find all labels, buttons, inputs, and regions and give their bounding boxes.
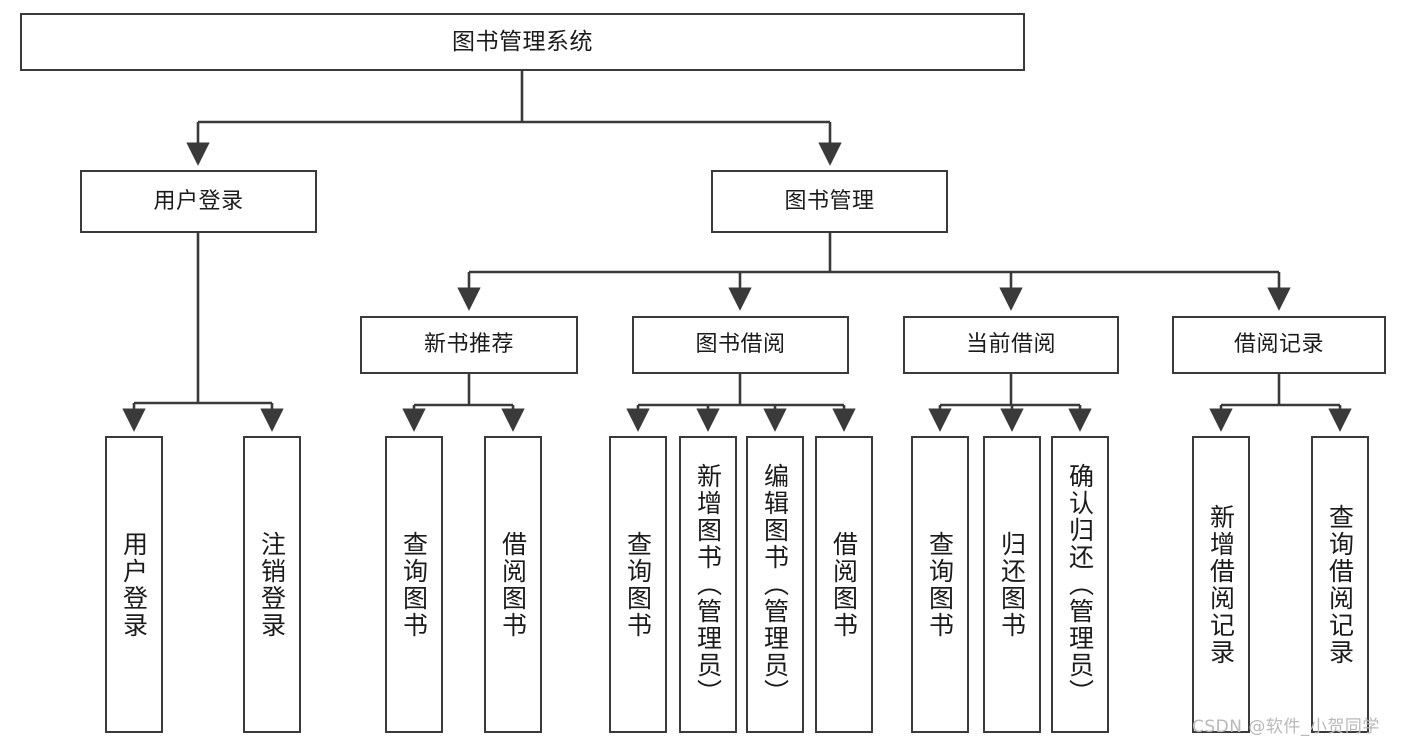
node-label: 当前借阅 [965,332,1056,358]
node-label: 借阅记录 [1233,332,1324,358]
node-leaf-edit-book[interactable]: 编辑图书（管理员） [746,436,804,733]
node-label: 注销登录 [257,530,287,639]
node-leaf-return-book[interactable]: 归还图书 [983,436,1041,733]
node-leaf-borrow-book-2[interactable]: 借阅图书 [815,436,873,733]
node-label: 确认归还（管理员） [1065,463,1095,706]
node-label: 图书管理系统 [452,28,593,55]
node-new-book-recommend[interactable]: 新书推荐 [360,316,578,374]
node-label: 新书推荐 [423,332,514,358]
node-borrow-records[interactable]: 借阅记录 [1172,316,1386,374]
node-label: 查询图书 [925,530,955,639]
node-label: 用户登录 [153,188,244,214]
node-label: 借阅图书 [498,530,528,639]
node-book-management[interactable]: 图书管理 [711,170,948,233]
node-leaf-query-book-3[interactable]: 查询图书 [911,436,969,733]
node-leaf-query-book-1[interactable]: 查询图书 [385,436,443,733]
node-leaf-add-book[interactable]: 新增图书（管理员） [679,436,737,733]
node-leaf-add-borrow-record[interactable]: 新增借阅记录 [1192,436,1250,733]
csdn-watermark: CSDN @软件_小贺同学 [1192,717,1380,737]
node-leaf-user-logout[interactable]: 注销登录 [243,436,301,733]
node-label: 图书管理 [784,188,875,214]
node-book-borrow[interactable]: 图书借阅 [632,316,849,374]
node-label: 新增借阅记录 [1206,503,1236,666]
node-leaf-query-borrow-record[interactable]: 查询借阅记录 [1311,436,1369,733]
node-current-borrow[interactable]: 当前借阅 [903,316,1119,374]
node-user-login[interactable]: 用户登录 [80,170,317,233]
node-root[interactable]: 图书管理系统 [20,13,1025,71]
node-leaf-user-login[interactable]: 用户登录 [105,436,163,733]
node-label: 用户登录 [119,530,149,639]
node-label: 查询图书 [623,530,653,639]
node-label: 借阅图书 [829,530,859,639]
node-label: 查询借阅记录 [1325,503,1355,666]
node-label: 新增图书（管理员） [693,463,723,706]
node-leaf-confirm-return[interactable]: 确认归还（管理员） [1051,436,1109,733]
node-label: 编辑图书（管理员） [760,463,790,706]
node-leaf-query-book-2[interactable]: 查询图书 [609,436,667,733]
node-leaf-borrow-book-1[interactable]: 借阅图书 [484,436,542,733]
node-label: 归还图书 [997,530,1027,639]
node-label: 图书借阅 [695,332,786,358]
node-label: 查询图书 [399,530,429,639]
